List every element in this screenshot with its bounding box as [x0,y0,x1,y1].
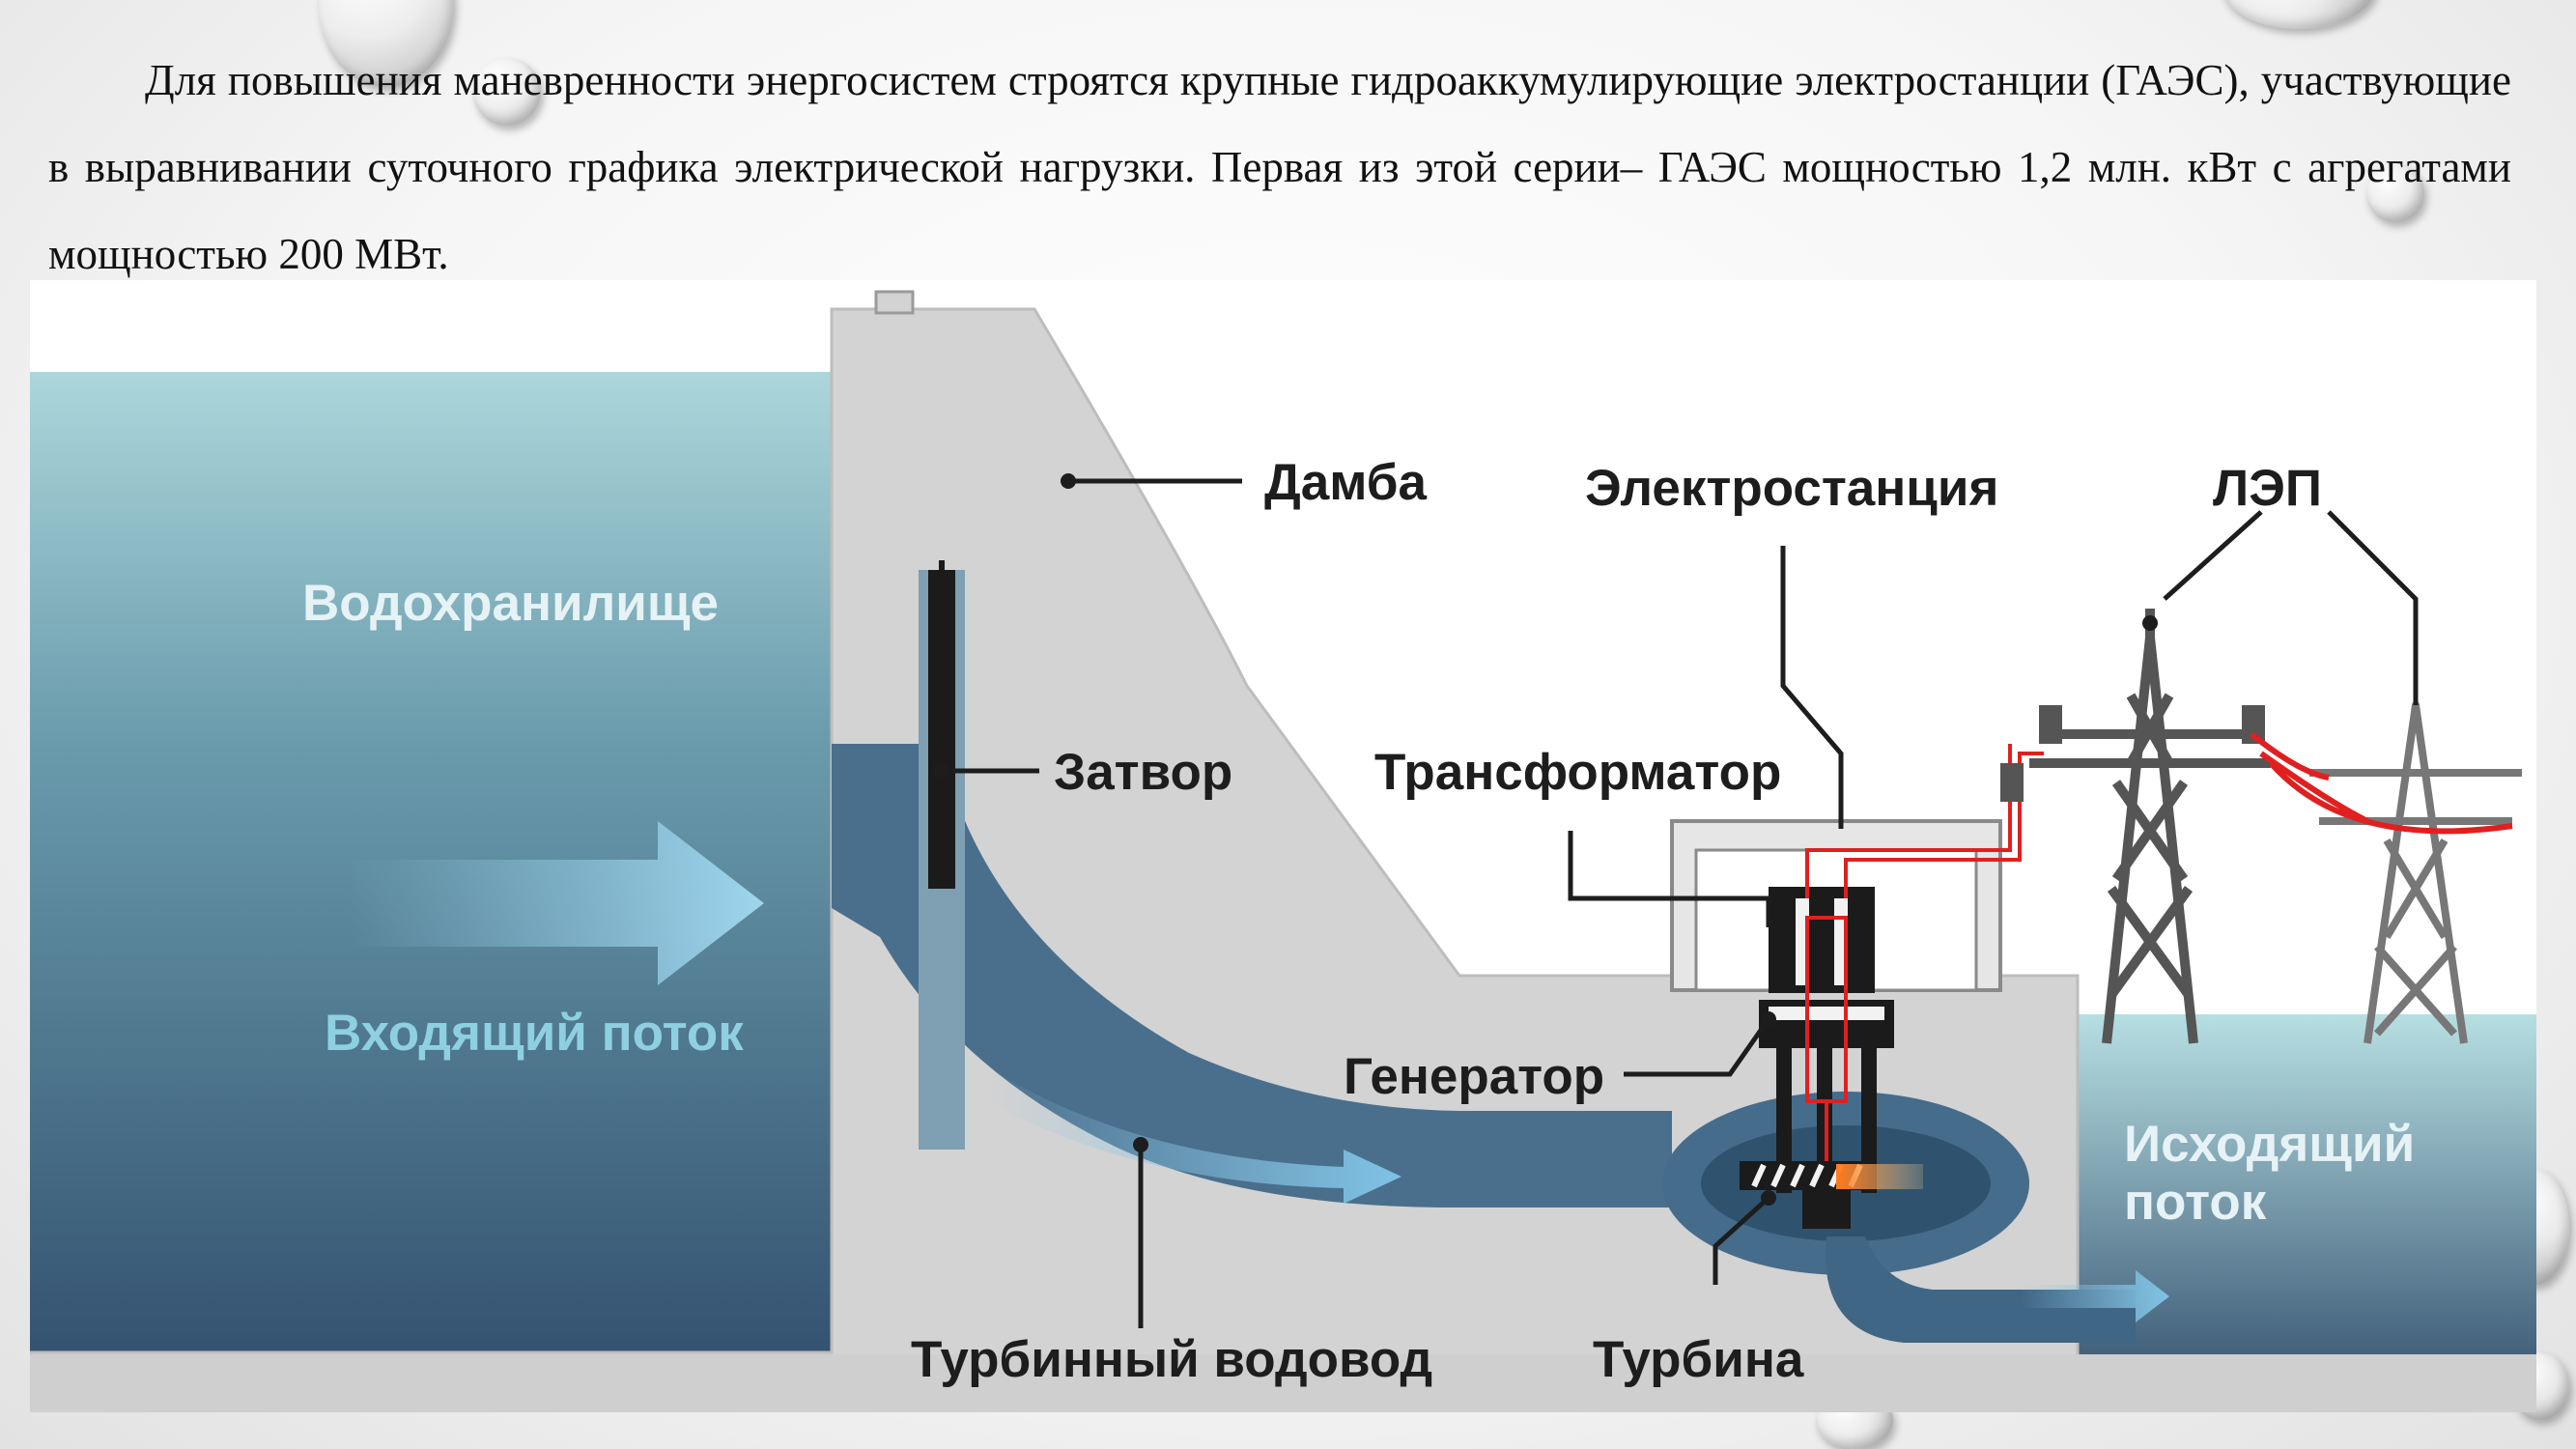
hydro-power-station-diagram: Водохранилище Входящий поток Дамба Затво… [30,280,2536,1412]
leader-dot [934,763,949,779]
draft-tube [1826,1236,2136,1343]
transmission-tower-far [2309,701,2522,1044]
power-wire-to-line [1844,752,2044,898]
penstock-flow-arrow [981,1072,1401,1204]
generator-shaft-left [1776,1048,1792,1193]
outflow-arrow [2020,1270,2169,1322]
generator-shaft-right [1861,1048,1877,1193]
label-outflow-1: Исходящий [2124,1116,2415,1173]
turbine-hot-zone [1836,1164,1923,1189]
label-generator: Генератор [1344,1048,1604,1105]
intro-paragraph: Для повышения маневренности энергосистем… [48,56,2511,278]
transmission-tower-near [2029,609,2271,1044]
label-dam: Дамба [1264,454,1427,511]
dam-crest-cap [874,290,915,315]
label-power-station: Электростанция [1585,460,1998,517]
generator-band [1769,1007,1884,1020]
water-drop-decoration [2366,164,2424,222]
inflow-arrow [349,821,764,985]
power-wire [1805,916,1848,1188]
label-turbine: Турбина [1593,1331,1804,1388]
label-reservoir: Водохранилище [302,575,719,632]
base-slab [30,1354,2536,1412]
power-line-cables [2250,731,2513,835]
leader-dot [1761,1190,1776,1206]
transformer [1769,887,1875,993]
penstock-pipe [832,744,1672,1208]
label-inflow: Входящий поток [325,1005,744,1062]
label-outflow-2: поток [2124,1174,2267,1231]
turbine-hub [1802,1190,1851,1229]
label-power-line: ЛЭП [2213,460,2322,517]
water-drop-decoration [473,58,541,126]
leader-dot [1761,1011,1776,1027]
leader-dot [1061,473,1076,489]
insulators-near [2000,705,2265,802]
gate [928,570,955,889]
water-drop-decoration [2222,0,2376,29]
leader-dot [1133,1137,1148,1152]
label-gate: Затвор [1054,744,1232,801]
label-transformer: Трансформатор [1374,744,1781,801]
leader-lines [942,478,2419,1328]
leader-dot [2142,615,2158,631]
outflow-water [2078,1014,2536,1412]
label-penstock: Турбинный водовод [911,1331,1432,1388]
